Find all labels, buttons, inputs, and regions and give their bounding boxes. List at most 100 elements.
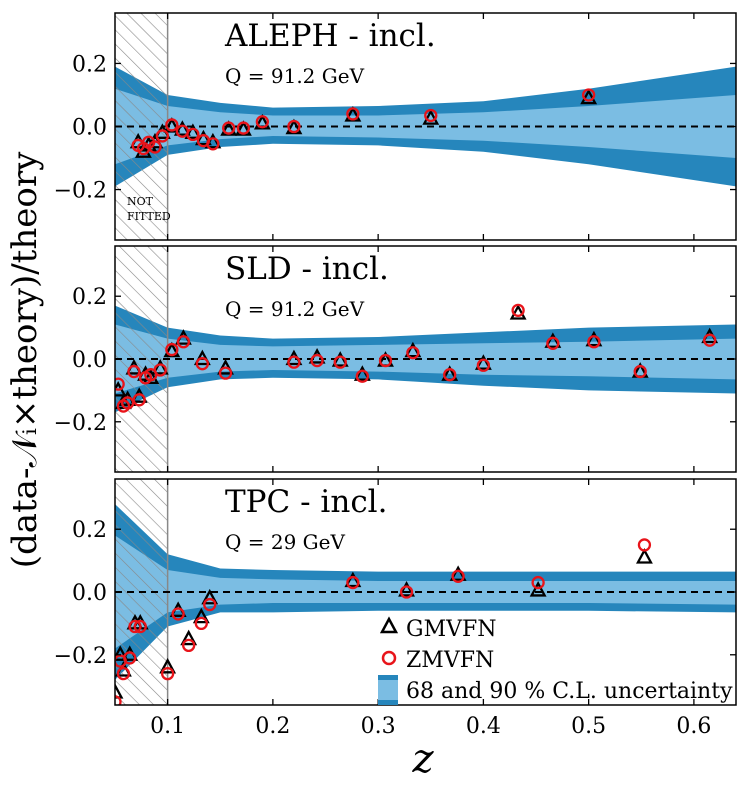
zmvfn-point bbox=[127, 364, 141, 379]
gmvfn-point bbox=[173, 120, 191, 136]
zmvfn-point bbox=[115, 377, 125, 391]
x-tick-label: 0.6 bbox=[676, 714, 711, 739]
zmvfn-point bbox=[424, 108, 438, 123]
not-fitted-label: FITTED bbox=[127, 210, 171, 223]
legend-swatch-band-90-bottom bbox=[378, 700, 398, 705]
gmvfn-point bbox=[635, 548, 653, 564]
gmvfn-point bbox=[474, 354, 492, 370]
zmvfn-point bbox=[128, 619, 142, 634]
gmvfn-point bbox=[509, 304, 527, 320]
zmvfn-point bbox=[346, 107, 360, 121]
zmvfn-point bbox=[203, 597, 217, 612]
x-tick-label: 0.1 bbox=[150, 714, 185, 739]
zmvfn-point bbox=[165, 118, 179, 132]
zmvfn-point bbox=[287, 119, 301, 134]
zmvfn-point bbox=[132, 393, 146, 407]
gmvfn-point bbox=[398, 581, 415, 597]
zmvfn-point bbox=[182, 638, 196, 653]
y-tick-label: 0.0 bbox=[72, 116, 107, 141]
panel-plot-area bbox=[115, 13, 736, 240]
zmvfn-point bbox=[148, 140, 162, 154]
y-tick-label: −0.2 bbox=[54, 179, 107, 204]
zmvfn-point bbox=[703, 333, 717, 347]
zmvfn-point bbox=[171, 607, 185, 621]
band-68 bbox=[115, 324, 736, 394]
gmvfn-point bbox=[159, 657, 177, 674]
gmvfn-point bbox=[151, 359, 169, 375]
zmvfn-point bbox=[155, 129, 170, 143]
zmvfn-point bbox=[176, 335, 191, 349]
zmvfn-point bbox=[310, 353, 324, 368]
x-tick-label: 0.5 bbox=[571, 714, 606, 739]
legend-label-gmvfn: GMVFN bbox=[406, 617, 497, 642]
gmvfn-point bbox=[192, 607, 210, 624]
x-tick-label: 0.2 bbox=[255, 714, 290, 739]
zmvfn-point bbox=[355, 369, 369, 383]
gmvfn-point bbox=[180, 629, 198, 646]
y-tick-label: 0.2 bbox=[72, 52, 107, 77]
panel-subtitle: Q = 91.2 GeV bbox=[225, 297, 365, 321]
legend-marker-gmvfn bbox=[379, 616, 399, 634]
y-tick-label: 0.0 bbox=[72, 348, 107, 373]
y-tick-label: −0.2 bbox=[54, 644, 107, 669]
legend-marker-zmvfn bbox=[381, 650, 397, 666]
legend-label-zmvfn: ZMVFN bbox=[406, 648, 494, 673]
zmvfn-point bbox=[633, 364, 647, 379]
y-axis-label: (data-𝒩ᵢ×theory)/theory bbox=[5, 151, 45, 568]
zmvfn-point bbox=[346, 575, 360, 590]
zmvfn-point bbox=[546, 336, 560, 350]
zmvfn-point bbox=[195, 357, 210, 371]
x-tick-label: 0.4 bbox=[466, 714, 501, 739]
zmvfn-point bbox=[637, 538, 652, 552]
zmvfn-point bbox=[287, 355, 301, 369]
band-68 bbox=[115, 535, 736, 649]
zmvfn-point bbox=[451, 569, 465, 583]
zmvfn-point bbox=[236, 121, 251, 135]
y-tick-label: 0.0 bbox=[72, 581, 107, 606]
panel-subtitle: Q = 91.2 GeV bbox=[225, 64, 365, 88]
gmvfn-point bbox=[529, 581, 547, 597]
gmvfn-point bbox=[344, 571, 362, 588]
band-68 bbox=[115, 88, 736, 165]
zmvfn-point bbox=[120, 396, 135, 410]
zmvfn-point bbox=[206, 137, 220, 151]
not-fitted-label: NOT bbox=[127, 195, 154, 208]
gmvfn-point bbox=[201, 588, 219, 605]
zmvfn-point bbox=[186, 127, 200, 142]
zmvfn-point bbox=[222, 121, 236, 135]
zmvfn-point bbox=[531, 575, 545, 590]
gmvfn-point bbox=[115, 683, 124, 699]
zmvfn-point bbox=[218, 366, 233, 380]
panel-title: SLD - incl. bbox=[225, 251, 389, 287]
gmvfn-point bbox=[404, 341, 422, 358]
gmvfn-point bbox=[422, 109, 440, 125]
gmvfn-point bbox=[331, 351, 349, 367]
panel-plot-area bbox=[115, 246, 736, 472]
zmvfn-point bbox=[160, 666, 175, 681]
gmvfn-point bbox=[544, 332, 562, 348]
zmvfn-point bbox=[194, 616, 208, 631]
gmvfn-point bbox=[585, 330, 603, 347]
gmvfn-point bbox=[449, 565, 467, 581]
legend-swatch-band-90-top bbox=[378, 675, 398, 680]
zmvfn-point bbox=[153, 363, 167, 377]
y-tick-label: 0.2 bbox=[72, 285, 107, 310]
zmvfn-point bbox=[476, 358, 491, 372]
gmvfn-point bbox=[184, 123, 202, 139]
x-tick-label: 0.3 bbox=[361, 714, 396, 739]
gmvfn-point bbox=[353, 365, 371, 381]
zmvfn-point bbox=[406, 346, 420, 360]
zmvfn-point bbox=[333, 355, 347, 369]
panel-title: TPC - incl. bbox=[225, 484, 387, 520]
x-axis-label: z bbox=[411, 736, 434, 782]
zmvfn-point bbox=[399, 585, 414, 599]
zmvfn-point bbox=[587, 335, 601, 349]
legend-swatch-band-68 bbox=[378, 675, 398, 705]
zmvfn-point bbox=[123, 651, 137, 665]
panel-plot-area bbox=[115, 479, 736, 705]
